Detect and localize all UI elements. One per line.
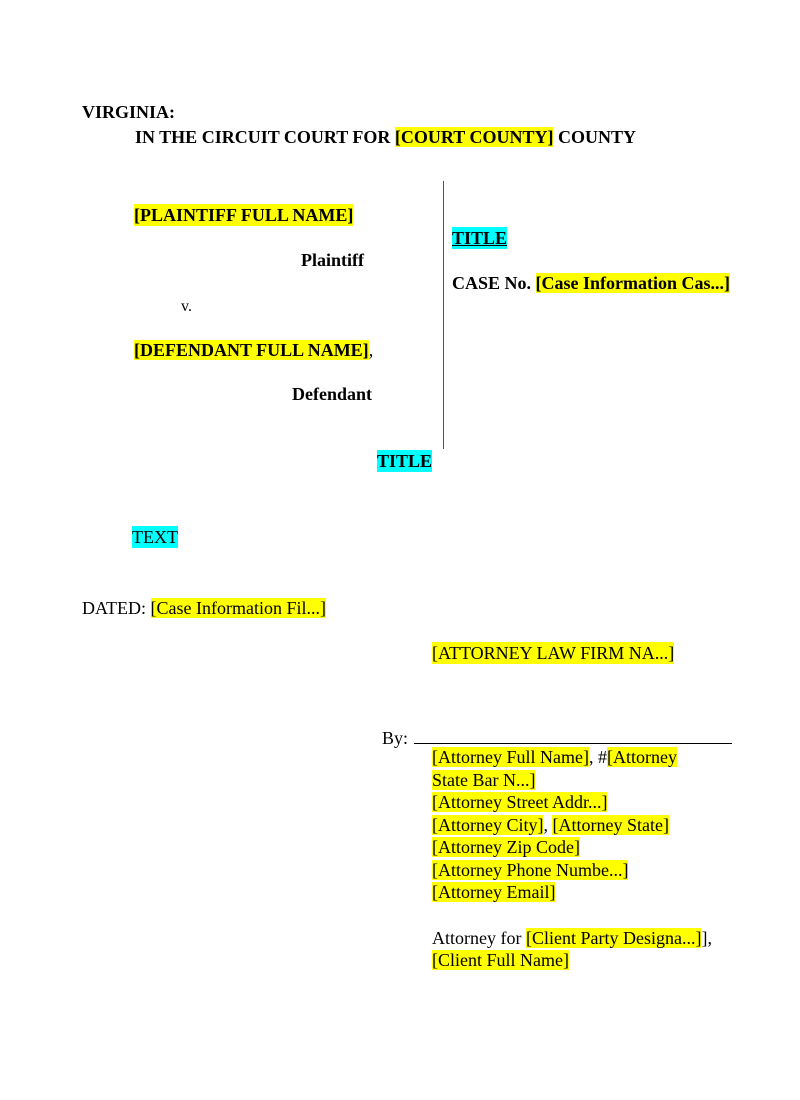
defendant-label: Defendant [292,384,372,404]
city-state-line: [Attorney City], [Attorney State] [432,814,732,837]
case-number-field: [Case Information Cas...] [535,273,730,293]
case-label: CASE No. [452,273,532,293]
law-firm-field: [ATTORNEY LAW FIRM NA...] [432,642,675,664]
plaintiff-label: Plaintiff [301,250,364,270]
defendant-comma: , [368,340,374,360]
city-field: [Attorney City] [432,814,544,835]
defendant-name-field: [DEFENDANT FULL NAME] [134,340,369,360]
dated-label: DATED: [82,598,146,618]
caption-divider [443,181,444,449]
bar-number-line: State Bar N...] [432,769,732,792]
body-text-field: TEXT [132,526,178,548]
plaintiff-name-field: [PLAINTIFF FULL NAME] [134,204,354,226]
court-county-field: [COURT COUNTY] [394,127,554,147]
phone-field: [Attorney Phone Numbe...] [432,859,629,880]
court-prefix: IN THE CIRCUIT COURT FOR [135,127,391,147]
phone-line: [Attorney Phone Numbe...] [432,859,732,882]
attorney-name-line: [Attorney Full Name], #[Attorney [432,746,732,769]
court-heading: IN THE CIRCUIT COURT FOR [COURT COUNTY] … [135,126,636,148]
dated-value-field: [Case Information Fil...] [150,598,326,618]
versus-label: v. [181,298,192,315]
caption-title-field: TITLE [452,227,508,249]
block-spacer [432,904,732,927]
case-number-line: CASE No. [Case Information Cas...] [452,272,730,294]
state-field: [Attorney State] [552,814,669,835]
attorney-for-label: Attorney for [432,927,522,948]
signature-line: By: [382,725,733,749]
street-line: [Attorney Street Addr...] [432,791,732,814]
dated-line: DATED: [Case Information Fil...] [82,597,326,619]
bar-number-field-part2: State Bar N...] [432,769,536,790]
zip-field: [Attorney Zip Code] [432,837,580,857]
zip-line: [Attorney Zip Code] [432,836,732,859]
street-field: [Attorney Street Addr...] [432,792,608,812]
court-suffix: COUNTY [557,127,636,147]
document-title-field: TITLE [377,450,433,472]
designation-separator: ], [701,927,712,948]
bar-separator: , # [588,747,607,767]
attorney-name-field: [Attorney Full Name] [432,747,589,767]
state-heading: VIRGINIA: [82,102,176,122]
signature-blank [414,725,733,744]
email-line: [Attorney Email] [432,881,732,904]
client-name-line: [Client Full Name] [432,949,732,972]
defendant-line: [DEFENDANT FULL NAME], [134,339,373,361]
email-field: [Attorney Email] [432,882,556,902]
bar-number-field-part1: [Attorney [606,747,677,767]
client-name-field: [Client Full Name] [432,950,569,970]
city-state-separator: , [543,814,553,835]
client-designation-field: [Client Party Designa...] [525,927,702,948]
attorney-for-line: Attorney for [Client Party Designa...]], [432,927,732,950]
signature-block: [Attorney Full Name], #[Attorney State B… [432,746,732,972]
by-label: By: [382,728,409,748]
